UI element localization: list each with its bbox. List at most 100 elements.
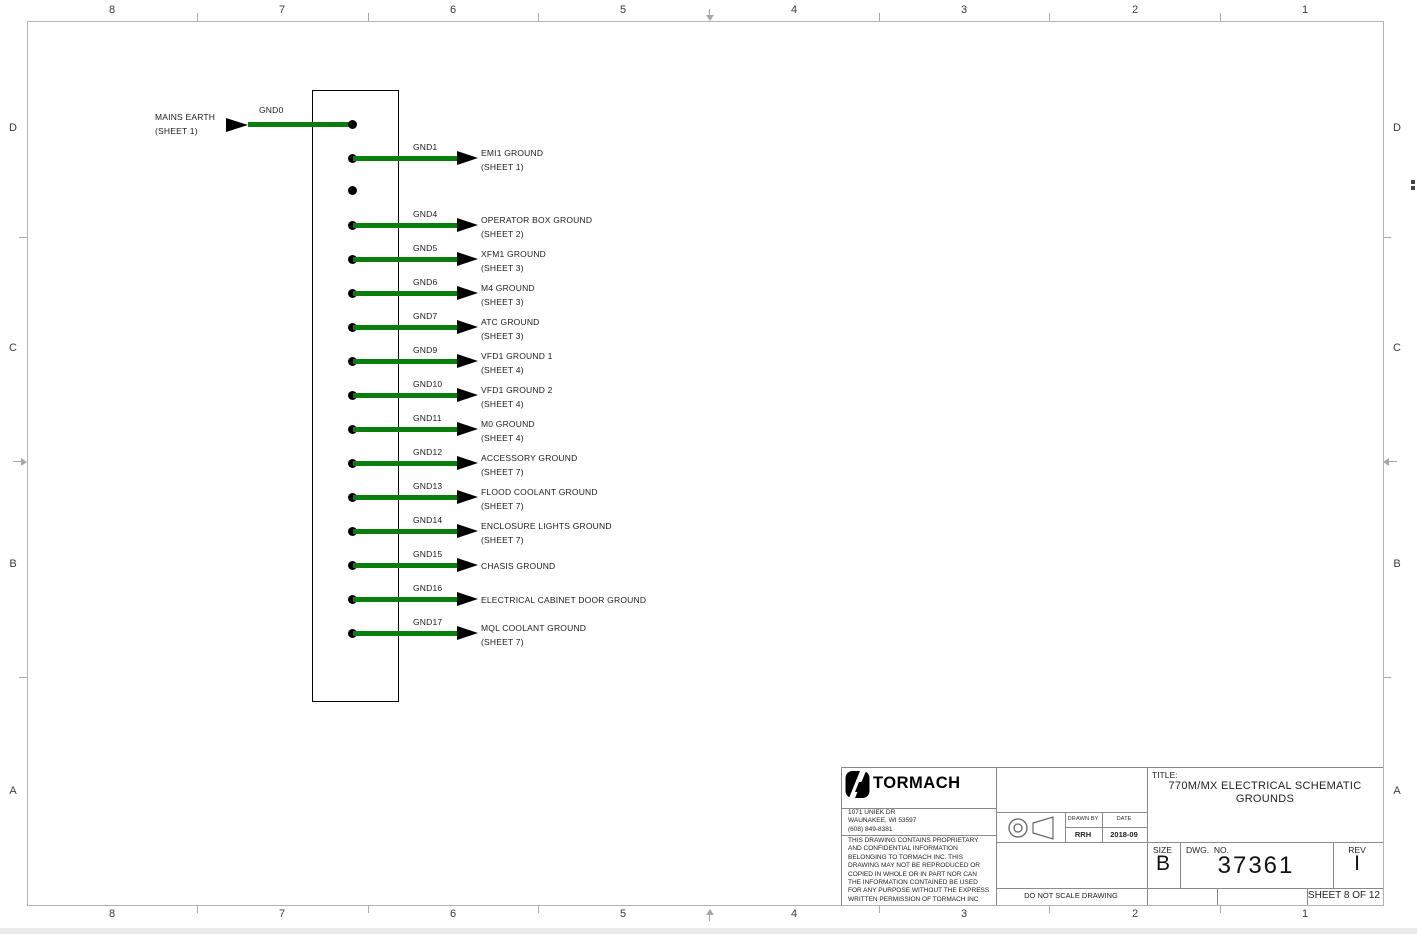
zone-tick bbox=[1220, 13, 1221, 21]
zone-label: 6 bbox=[449, 908, 457, 920]
arrow-right-icon bbox=[457, 252, 478, 266]
zone-label: D bbox=[1393, 122, 1401, 134]
ground-wire bbox=[353, 495, 457, 500]
zone-label: A bbox=[1393, 785, 1401, 797]
window-edge bbox=[0, 928, 1417, 934]
junction-dot bbox=[348, 459, 357, 468]
ground-destination-label: ELECTRICAL CABINET DOOR GROUND bbox=[481, 595, 647, 605]
ground-destination-label: OPERATOR BOX GROUND (SHEET 2) bbox=[481, 215, 593, 239]
mains-earth-sheet: (SHEET 1) bbox=[155, 125, 198, 136]
zone-label: 5 bbox=[619, 4, 627, 16]
wire-name-label: GND4 bbox=[413, 209, 438, 219]
titleblock-line bbox=[996, 767, 997, 905]
arrow-right-icon bbox=[457, 490, 478, 504]
rev-header: REV bbox=[1348, 845, 1366, 855]
ground-destination-label: VFD1 GROUND 1 (SHEET 4) bbox=[481, 351, 553, 375]
unused-junction-dot bbox=[348, 186, 357, 195]
wire-name-label: GND9 bbox=[413, 345, 438, 355]
titleblock-line bbox=[841, 767, 842, 905]
zone-tick bbox=[1049, 905, 1050, 913]
ground-wire bbox=[353, 461, 457, 466]
ground-wire bbox=[353, 427, 457, 432]
edge-artifact bbox=[1411, 180, 1415, 184]
arrow-right-icon bbox=[457, 422, 478, 436]
arrow-right-icon bbox=[457, 626, 478, 640]
zone-label: 5 bbox=[619, 908, 627, 920]
mains-earth-label: MAINS EARTH (SHEET 1) bbox=[155, 111, 215, 138]
zone-tick bbox=[1383, 677, 1391, 678]
drawing-title-line2: GROUNDS bbox=[1235, 793, 1295, 805]
ground-destination-label: FLOOD COOLANT GROUND (SHEET 7) bbox=[481, 487, 598, 511]
titleblock-line bbox=[1065, 827, 1147, 828]
zone-label: 7 bbox=[278, 908, 286, 920]
dwg-no-header: DWG. NO. bbox=[1186, 845, 1229, 855]
tormach-wordmark: TORMACH bbox=[873, 774, 961, 792]
size-value: B bbox=[1156, 852, 1171, 875]
junction-dot bbox=[348, 255, 357, 264]
wire-name-label: GND6 bbox=[413, 277, 438, 287]
wire-name-label: GND17 bbox=[413, 617, 443, 627]
junction-dot bbox=[348, 357, 357, 366]
titleblock-line bbox=[841, 835, 996, 836]
zone-tick bbox=[879, 13, 880, 21]
zone-label: 2 bbox=[1131, 908, 1139, 920]
zone-tick bbox=[19, 677, 27, 678]
wire-name-label: GND12 bbox=[413, 447, 443, 457]
third-angle-projection-icon bbox=[1008, 816, 1054, 840]
arrow-right-icon bbox=[457, 354, 478, 368]
rev-value: I bbox=[1354, 852, 1360, 875]
arrow-right-icon bbox=[457, 151, 478, 165]
zone-label: 2 bbox=[1131, 4, 1139, 16]
zone-label: 3 bbox=[960, 4, 968, 16]
zone-label: 1 bbox=[1301, 4, 1309, 16]
ground-wire bbox=[353, 291, 457, 296]
zone-label: 7 bbox=[278, 4, 286, 16]
arrow-right-icon bbox=[457, 218, 478, 232]
zone-tick bbox=[1220, 905, 1221, 913]
zone-label: 4 bbox=[790, 908, 798, 920]
zone-label: B bbox=[1393, 558, 1401, 570]
ground-destination-label: CHASIS GROUND bbox=[481, 561, 556, 571]
ground-destination-label: M0 GROUND (SHEET 4) bbox=[481, 419, 535, 443]
wire-name-label: GND10 bbox=[413, 379, 443, 389]
zone-label: 8 bbox=[108, 908, 116, 920]
titleblock-line bbox=[1217, 888, 1218, 905]
zone-tick bbox=[197, 13, 198, 21]
do-not-scale-note: DO NOT SCALE DRAWING bbox=[1024, 891, 1118, 900]
ground-wire bbox=[353, 563, 457, 568]
titleblock-line bbox=[996, 888, 1383, 889]
ground-wire bbox=[353, 631, 457, 636]
ground-destination-label: XFM1 GROUND (SHEET 3) bbox=[481, 249, 547, 273]
titleblock-line bbox=[841, 808, 996, 809]
wire-name-label: GND15 bbox=[413, 549, 443, 559]
zone-label: C bbox=[1393, 342, 1401, 354]
titleblock-line bbox=[841, 767, 1383, 768]
zone-tick bbox=[538, 905, 539, 913]
drawn-by-value: RRH bbox=[1074, 830, 1092, 839]
drawn-by-header: DRAWN BY bbox=[1067, 816, 1099, 822]
ground-destination-label: M4 GROUND (SHEET 3) bbox=[481, 283, 535, 307]
title-header: TITLE: bbox=[1152, 770, 1178, 780]
zone-label: 8 bbox=[108, 4, 116, 16]
ground-destination-label: EMI1 GROUND (SHEET 1) bbox=[481, 148, 544, 172]
zone-tick bbox=[368, 905, 369, 913]
ground-destination-label: MQL COOLANT GROUND (SHEET 7) bbox=[481, 623, 587, 647]
size-header: SIZE bbox=[1153, 845, 1172, 855]
titleblock-line bbox=[1147, 842, 1383, 843]
zone-label: C bbox=[9, 342, 17, 354]
zone-tick bbox=[197, 905, 198, 913]
zone-tick bbox=[1049, 13, 1050, 21]
junction-dot bbox=[348, 391, 357, 400]
ground-destination-label: ATC GROUND (SHEET 3) bbox=[481, 317, 540, 341]
zone-label: D bbox=[9, 122, 17, 134]
mains-arrow-icon bbox=[226, 118, 248, 132]
titleblock-line bbox=[1333, 842, 1334, 888]
arrow-right-icon bbox=[457, 286, 478, 300]
junction-dot bbox=[348, 221, 357, 230]
arrow-right-icon bbox=[457, 592, 478, 606]
wire-name-label: GND1 bbox=[413, 142, 438, 152]
wire-name-label: GND7 bbox=[413, 311, 438, 321]
junction-dot bbox=[348, 629, 357, 638]
ground-destination-label: ENCLOSURE LIGHTS GROUND (SHEET 7) bbox=[481, 521, 612, 545]
